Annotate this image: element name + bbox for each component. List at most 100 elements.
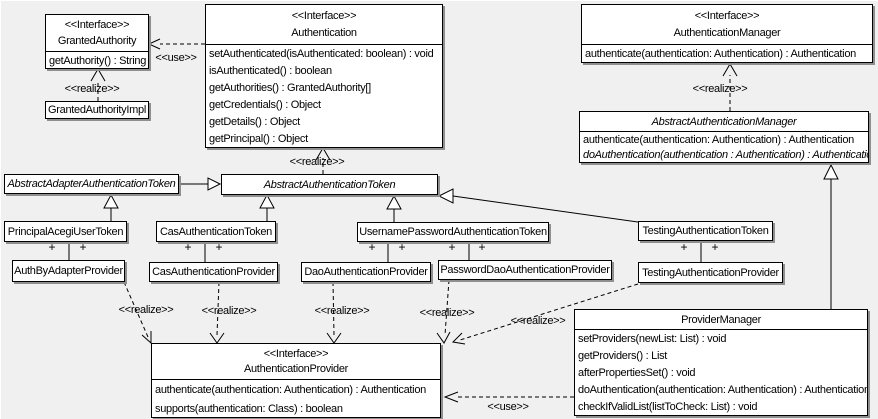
arrow-up-icon <box>722 63 738 77</box>
triangle-up-icon <box>823 163 839 180</box>
class-cas-authentication-token: CasAuthenticationToken <box>156 221 276 242</box>
realize-label: <<realize>> <box>419 307 475 319</box>
arrow-down-icon <box>141 331 152 345</box>
multiplicity-plus: + <box>215 240 223 254</box>
class-name: CasAuthenticationProvider <box>152 266 275 278</box>
class-name: UsernamePasswordAuthenticationToken <box>359 226 547 238</box>
class-name: AbstractAdapterAuthenticationToken <box>7 178 176 190</box>
class-name: PrincipalAcegiUserToken <box>7 225 124 238</box>
triangle-up-icon <box>103 193 119 209</box>
arrow-left-icon <box>147 38 161 50</box>
triangle-up-icon <box>386 194 402 210</box>
class-dao-authentication-provider: DaoAuthenticationProvider <box>301 262 431 282</box>
generalization-arrowheads <box>103 163 839 210</box>
realize-testing-to-provider <box>459 283 639 341</box>
class-authentication-provider: <<Interface>> AuthenticationProvider aut… <box>151 343 441 418</box>
method-row: authenticate(authentication: Authenticat… <box>583 134 854 146</box>
association-lines <box>68 241 702 262</box>
class-principal-acegi-user-token: PrincipalAcegiUserToken <box>4 221 127 242</box>
class-username-password-authentication-token: UsernamePasswordAuthenticationToken <box>357 222 549 242</box>
class-name: GrantedAuthority <box>57 35 137 47</box>
method-row-abstract: doAuthentication(authentication : Authen… <box>583 149 869 161</box>
class-name: ProviderManager <box>681 313 761 326</box>
method-row: getAuthorities() : GrantedAuthority[] <box>209 82 371 94</box>
method-row: getProviders() : List <box>578 350 668 362</box>
realize-label: <<realize>> <box>64 83 120 95</box>
realize-label: <<realize>> <box>118 304 174 316</box>
realize-dao-to-provider <box>332 281 335 336</box>
multiplicity-plus: + <box>711 240 719 254</box>
method-row: afterPropertiesSet() : void <box>578 367 696 379</box>
multiplicity-plus: + <box>48 240 56 254</box>
method-row: authenticate(authentication: Authenticat… <box>585 48 856 60</box>
generalization-lines <box>110 179 832 309</box>
class-name: AuthenticationProvider <box>243 363 349 376</box>
class-name: CasAuthenticationToken <box>159 225 273 238</box>
multiplicity-plus: + <box>680 240 688 254</box>
class-abstract-authentication-manager: AbstractAuthenticationManager authentica… <box>579 111 869 163</box>
stereotype-label: <<Interface>> <box>291 10 357 22</box>
stereotype-label: <<Interface>> <box>263 347 329 360</box>
class-name: AbstractAuthenticationManager <box>651 115 797 128</box>
class-name: Authentication <box>291 27 357 39</box>
method-row: setAuthenticated(isAuthenticated: boolea… <box>209 48 434 60</box>
multiplicity-plus: + <box>368 240 376 254</box>
stereotype-label: <<Interface>> <box>64 19 130 31</box>
arrow-down-icon <box>451 332 466 345</box>
method-row: getDetails() : Object <box>209 116 300 128</box>
use-label: <<use>> <box>155 52 197 64</box>
stereotype-label: <<Interface>> <box>694 10 760 22</box>
method-row: authenticate(authentication: Authenticat… <box>155 384 426 396</box>
class-password-dao-authentication-provider: PasswordDaoAuthenticationProvider <box>438 260 612 280</box>
multiplicity-plus: + <box>398 240 406 254</box>
arrow-left-icon <box>443 391 459 403</box>
class-abstract-authentication-token: AbstractAuthenticationToken <box>221 174 438 195</box>
triangle-right-icon <box>207 177 222 191</box>
method-row: getPrincipal() : Object <box>209 133 308 145</box>
class-name: GrantedAuthorityImpl <box>48 104 146 116</box>
realize-passworddao-to-provider <box>444 279 450 336</box>
dashed-lines <box>97 43 731 398</box>
class-name: TestingAuthenticationToken <box>642 225 769 237</box>
use-label: <<use>> <box>487 401 529 413</box>
class-cas-authentication-provider: CasAuthenticationProvider <box>149 262 278 282</box>
class-name: TestingAuthenticationProvider <box>642 266 779 279</box>
arrow-up-icon <box>315 147 331 161</box>
class-provider-manager: ProviderManager setProviders(newList: Li… <box>574 309 868 416</box>
method-row: supports(authentication: Class) : boolea… <box>155 403 343 415</box>
class-name: DaoAuthenticationProvider <box>304 266 428 278</box>
realize-label: <<realize>> <box>201 305 257 317</box>
multiplicity-plus: + <box>478 240 486 254</box>
dependency-arrowheads <box>90 38 738 403</box>
class-auth-by-adapter-provider: AuthByAdapterProvider <box>12 260 125 282</box>
method-row: checkIfValidList(listToCheck: List) : vo… <box>578 401 758 413</box>
class-granted-authority-impl: GrantedAuthorityImpl <box>45 101 149 119</box>
method-row: isAuthenticated() : boolean <box>209 65 332 77</box>
realize-label: <<realize>> <box>510 315 566 327</box>
class-testing-authentication-provider: TestingAuthenticationProvider <box>638 262 783 283</box>
method-row: doAuthentication(authentication: Authent… <box>578 384 868 396</box>
triangle-left-icon <box>437 188 454 204</box>
class-testing-authentication-token: TestingAuthenticationToken <box>638 221 773 241</box>
class-name: AuthenticationManager <box>673 27 781 39</box>
realize-authbyadapter-to-provider <box>123 281 149 338</box>
multiplicity-plus: + <box>448 240 456 254</box>
generalization-testing-to-abstract-token <box>452 195 639 223</box>
arrow-down-icon <box>436 331 451 344</box>
realize-cas-to-provider <box>216 281 220 336</box>
triangle-up-icon <box>259 193 275 209</box>
method-row: setProviders(newList: List) : void <box>578 333 727 345</box>
class-abstract-adapter-authentication-token: AbstractAdapterAuthenticationToken <box>4 174 179 194</box>
class-name: AbstractAuthenticationToken <box>263 178 396 191</box>
class-authentication: <<Interface>> Authentication setAuthenti… <box>205 4 443 148</box>
realize-label: <<realize>> <box>289 156 345 168</box>
realize-label: <<realize>> <box>314 305 370 317</box>
method-row: getCredentials() : Object <box>209 99 321 111</box>
class-granted-authority: <<Interface>> GrantedAuthority getAuthor… <box>45 14 149 69</box>
realize-label: <<realize>> <box>692 83 748 95</box>
arrow-up-icon <box>90 68 106 82</box>
class-authentication-manager: <<Interface>> AuthenticationManager auth… <box>581 4 873 63</box>
multiplicity-plus: + <box>79 240 87 254</box>
method-row: getAuthority() : String <box>49 55 147 67</box>
